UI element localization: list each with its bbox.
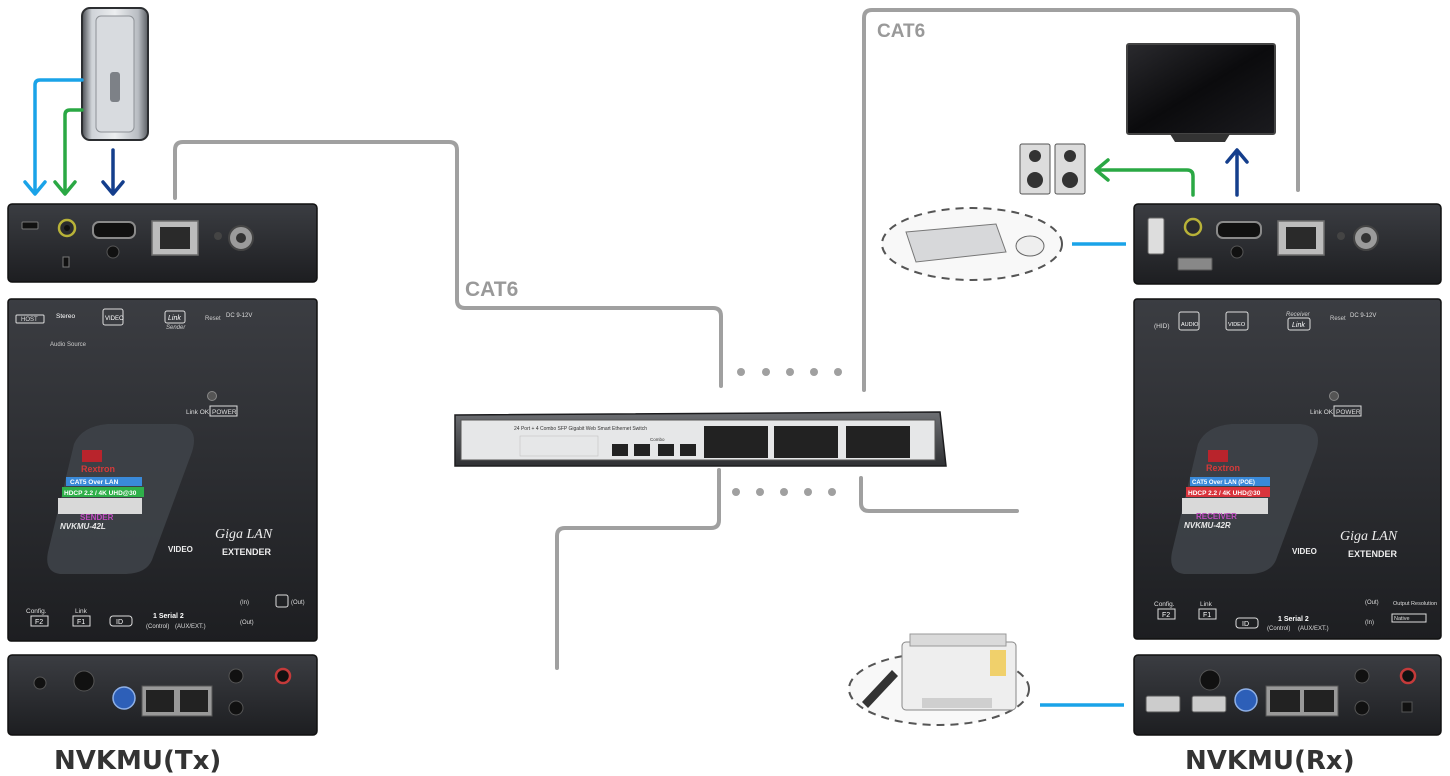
- rx-config-label: Config.: [1154, 601, 1175, 608]
- dots-top: [737, 368, 842, 376]
- tx-audio-source-label: Audio Source: [50, 342, 87, 348]
- tx-out-label-2: (Out): [291, 600, 305, 606]
- rx-dc-label: DC 9-12V: [1350, 313, 1376, 319]
- pc-tower-icon: [81, 7, 149, 141]
- tx-power-label: POWER: [212, 409, 237, 416]
- pc-arrows: [23, 78, 125, 196]
- cable-switch-down-left: [555, 468, 721, 670]
- rx-power-label: POWER: [1336, 409, 1361, 416]
- rx-aux-label: (AUX/EXT.): [1298, 626, 1329, 632]
- tx-model: NVKMU-42L: [60, 522, 106, 531]
- tx-link-ok-label: Link OK: [186, 409, 210, 416]
- rx-video-ext-2: EXTENDER: [1348, 549, 1398, 559]
- tx-dc-label: DC 9-12V: [226, 313, 252, 319]
- switch-sfp-ports: [612, 444, 696, 456]
- tx-in-label: (In): [240, 600, 249, 606]
- tx-body: HOST Stereo Audio Source VIDEO Link Send…: [7, 298, 318, 642]
- tx-over-lan: CAT5 Over LAN: [70, 479, 119, 486]
- rx-video-label: VIDEO: [1228, 322, 1246, 328]
- switch-leds: [519, 435, 599, 457]
- rx-out-label: (Out): [1365, 600, 1379, 606]
- rx-id-label: ID: [1242, 621, 1249, 628]
- tx-role: SENDER: [80, 513, 114, 522]
- rx-f2-label: F2: [1162, 612, 1170, 619]
- tx-aux-label: (AUX/EXT.): [175, 624, 206, 630]
- rx-control-label: (Control): [1267, 626, 1290, 632]
- switch-rj45-block-3: [846, 426, 910, 458]
- rx-title: NVKMU(Rx): [1185, 746, 1355, 776]
- rx-model: NVKMU-42R: [1184, 521, 1231, 530]
- tx-serial-label: 1 Serial 2: [153, 613, 184, 620]
- rx-brand: Rextron: [1206, 463, 1240, 473]
- rx-audio-label: AUDIO: [1181, 322, 1199, 328]
- rx-receiver-label: Receiver: [1286, 312, 1311, 318]
- tx-f1-label: F1: [77, 619, 85, 626]
- rx-reset-label: Reset: [1330, 316, 1346, 322]
- dots-bottom: [732, 488, 836, 496]
- tx-out-label: (Out): [240, 620, 254, 626]
- tv-icon: [1126, 43, 1276, 142]
- tx-link2-label: Link: [75, 608, 88, 615]
- tx-video-ext-2: EXTENDER: [222, 547, 272, 557]
- rx-hdcp: HDCP 2.2 / 4K UHD@30: [1188, 490, 1261, 497]
- tx-f2-label: F2: [35, 619, 43, 626]
- printer-usb-icon: [848, 633, 1030, 726]
- cat6-cables: [173, 8, 1300, 670]
- switch-combo-label: Combo: [650, 437, 665, 442]
- tx-control-label: (Control): [146, 624, 169, 630]
- rx-native-label: Native: [1394, 616, 1410, 622]
- speakers-icon: [1019, 143, 1086, 195]
- rx-serial-label: 1 Serial 2: [1278, 616, 1309, 623]
- cat6-label-mid: CAT6: [465, 278, 518, 301]
- tx-video-ext-1: VIDEO: [168, 545, 193, 554]
- tx-sender-label: Sender: [166, 325, 186, 331]
- rx-front-panel: [1133, 203, 1442, 285]
- tx-stereo-label: Stereo: [56, 313, 76, 320]
- tx-config-label: Config.: [26, 608, 47, 615]
- rx-link-label: Link: [1292, 322, 1305, 329]
- keyboard-mouse-icon: [881, 207, 1063, 281]
- rx-link2-label: Link: [1200, 601, 1213, 608]
- cable-tx-to-switch: [173, 140, 723, 388]
- rx-f1-label: F1: [1203, 612, 1211, 619]
- tx-reset-label: Reset: [205, 316, 221, 322]
- network-switch: 24 Port + 4 Combo SFP Gigabit Web Smart …: [454, 411, 947, 467]
- tx-video-label: VIDEO: [105, 316, 124, 322]
- arrow-to-speakers: [1094, 158, 1195, 197]
- tx-front-panel: [7, 203, 318, 283]
- cat6-label-top: CAT6: [877, 21, 925, 42]
- switch-rj45-block-1: [704, 426, 768, 458]
- rx-role: RECEIVER: [1196, 512, 1237, 521]
- cable-switch-to-rx: [862, 8, 1300, 392]
- rx-video-ext-1: VIDEO: [1292, 547, 1317, 556]
- tx-hdcp: HDCP 2.2 / 4K UHD@30: [64, 490, 137, 497]
- tx-title: NVKMU(Tx): [54, 746, 221, 776]
- rx-hid-label: (HID): [1154, 323, 1170, 330]
- tx-host-label: HOST: [21, 317, 38, 323]
- switch-title: 24 Port + 4 Combo SFP Gigabit Web Smart …: [514, 426, 647, 432]
- rx-output-res-label: Output Resolution: [1393, 601, 1437, 607]
- arrow-to-tv: [1225, 148, 1249, 197]
- tx-rear-panel: [7, 654, 318, 736]
- rx-in-label: (In): [1365, 620, 1374, 626]
- cable-switch-right: [859, 476, 1019, 513]
- tx-id-label: ID: [116, 619, 123, 626]
- rx-link-ok-label: Link OK: [1310, 409, 1334, 416]
- rx-body: (HID) AUDIO VIDEO Receiver Link Reset DC…: [1133, 298, 1442, 640]
- rx-over-lan: CAT5 Over LAN (POE): [1192, 480, 1255, 486]
- rx-giga-lan: Giga LAN: [1340, 529, 1398, 544]
- tx-brand: Rextron: [81, 464, 115, 474]
- rx-rear-panel: [1133, 654, 1442, 736]
- tx-giga-lan: Giga LAN: [215, 527, 273, 542]
- tx-link-label: Link: [168, 315, 181, 322]
- switch-rj45-block-2: [774, 426, 838, 458]
